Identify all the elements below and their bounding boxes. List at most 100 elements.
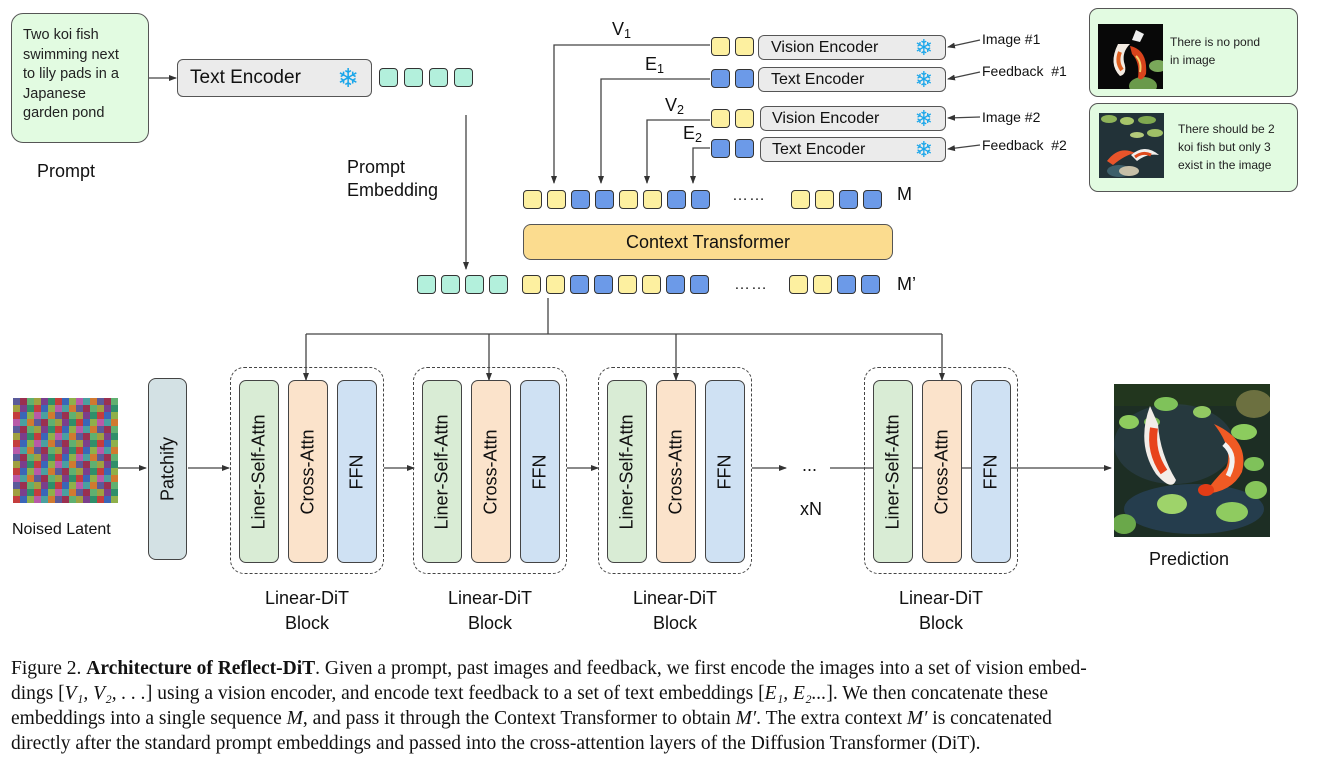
vision-encoder-1: Vision Encoder❄ [758, 35, 946, 60]
layer-label: FFN [714, 454, 735, 489]
v1-token [735, 37, 754, 56]
v2-label: V2 [665, 95, 685, 117]
sequence-token [690, 275, 709, 294]
caption-math: E₁, E₂... [764, 683, 827, 704]
layer-label: Cross-Attn [297, 428, 318, 515]
caption-line-2: dings [V₁, V₂, . . .] using a vision enc… [11, 681, 1311, 706]
snowflake-icon: ❄ [337, 63, 359, 93]
self-attn-layer: Liner-Self-Attn [607, 380, 647, 563]
prompt-embedding-line: Embedding [347, 180, 439, 200]
v2-token [735, 109, 754, 128]
layer-label: FFN [980, 454, 1001, 489]
feedback-line: exist in the image [1178, 158, 1272, 172]
context-transformer: Context Transformer [523, 224, 893, 260]
feedback-line: There is no pond [1170, 35, 1261, 49]
ffn-layer: FFN [705, 380, 745, 563]
layer-label: FFN [529, 454, 550, 489]
snowflake-icon: ❄ [914, 66, 933, 92]
sequence-m-prime-label: M’ [897, 274, 916, 294]
caption-math: M′ [906, 708, 928, 729]
feedback-text: There is no pond in image [1170, 33, 1260, 69]
text-encoder-1: Text Encoder ❄ [758, 67, 946, 92]
repeat-label: xN [800, 499, 822, 519]
caption-text: ]. We then concatenate these [826, 683, 1049, 704]
past-image-2 [1099, 113, 1164, 178]
caption-text: . Given a prompt, past images and feedba… [315, 658, 1087, 679]
e2-token [711, 139, 730, 158]
feedback-line: in image [1170, 53, 1216, 67]
caption-text: ] using a vision encoder, and encode tex… [145, 683, 765, 704]
layer-label: FFN [346, 454, 367, 489]
prompt-token [441, 275, 460, 294]
sequence-token [594, 275, 613, 294]
self-attn-layer: Liner-Self-Attn [873, 380, 913, 563]
caption-math: M′ [735, 708, 757, 729]
layer-label: Liner-Self-Attn [616, 413, 637, 530]
self-attn-layer: Liner-Self-Attn [239, 380, 279, 563]
cross-attn-layer: Cross-Attn [471, 380, 511, 563]
sequence-token [546, 275, 565, 294]
prompt-token [489, 275, 508, 294]
caption-line-4: directly after the standard prompt embed… [11, 733, 981, 754]
prompt-token [465, 275, 484, 294]
prompt-label: Prompt [37, 161, 96, 181]
sequence-token [791, 190, 810, 209]
linear-dit-block [864, 367, 1018, 574]
image-2-label: Image #2 [982, 109, 1041, 125]
prompt-box: Two koi fish swimming next to lily pads … [11, 13, 149, 143]
encoder-label: Text Encoder [772, 140, 866, 158]
linear-dit-block [230, 367, 384, 574]
cross-attn-layer: Cross-Attn [656, 380, 696, 563]
sequence-m-label: M [897, 184, 912, 204]
patchify-label: Patchify [157, 436, 177, 502]
context-transformer-label: Context Transformer [625, 231, 791, 252]
e1-token [735, 69, 754, 88]
figure-caption: Figure 2. Architecture of Reflect-DiT. G… [11, 656, 1311, 756]
text-encoder-2: Text Encoder ❄ [760, 137, 946, 162]
sequence-token [595, 190, 614, 209]
sequence-token [815, 190, 834, 209]
e2-token [735, 139, 754, 158]
layer-label: Liner-Self-Attn [882, 413, 903, 530]
sequence-token [571, 190, 590, 209]
feedback-example-2: There should be 2 koi fish but only 3 ex… [1089, 103, 1298, 192]
encoder-label: Text Encoder [190, 67, 301, 88]
noised-latent-image [13, 398, 118, 503]
feedback-line: There should be 2 [1178, 122, 1275, 136]
prompt-token [429, 68, 448, 87]
sequence-token [861, 275, 880, 294]
sequence-token [642, 275, 661, 294]
prompt-token [404, 68, 423, 87]
past-image-1 [1098, 24, 1163, 89]
image-1-label: Image #1 [982, 31, 1041, 47]
e1-label: E1 [645, 54, 665, 76]
v1-token [711, 37, 730, 56]
self-attn-layer: Liner-Self-Attn [422, 380, 462, 563]
sequence-token [813, 275, 832, 294]
prompt-line: garden pond [23, 105, 105, 121]
ffn-layer: FFN [971, 380, 1011, 563]
figure-number: Figure 2. [11, 658, 82, 679]
linear-dit-block [413, 367, 567, 574]
feedback-2-label: Feedback #2 [982, 137, 1067, 153]
snowflake-icon: ❄ [914, 105, 933, 131]
encoder-label: Text Encoder [771, 70, 865, 88]
caption-text: is concatenated [927, 708, 1052, 729]
sequence-token [547, 190, 566, 209]
e2-label: E2 [683, 123, 703, 145]
prompt-line: swimming next [23, 46, 119, 63]
layer-label: Cross-Attn [665, 428, 686, 515]
snowflake-icon: ❄ [914, 136, 933, 162]
sequence-token [570, 275, 589, 294]
encoder-label: Vision Encoder [771, 38, 879, 56]
prompt-embedding-line: Prompt [347, 157, 406, 177]
caption-line-1: Figure 2. Architecture of Reflect-DiT. G… [11, 656, 1311, 681]
cross-attn-layer: Cross-Attn [288, 380, 328, 563]
sequence-token [789, 275, 808, 294]
noised-latent-label: Noised Latent [12, 521, 111, 538]
arrow-v1 [551, 44, 710, 184]
e1-token [711, 69, 730, 88]
